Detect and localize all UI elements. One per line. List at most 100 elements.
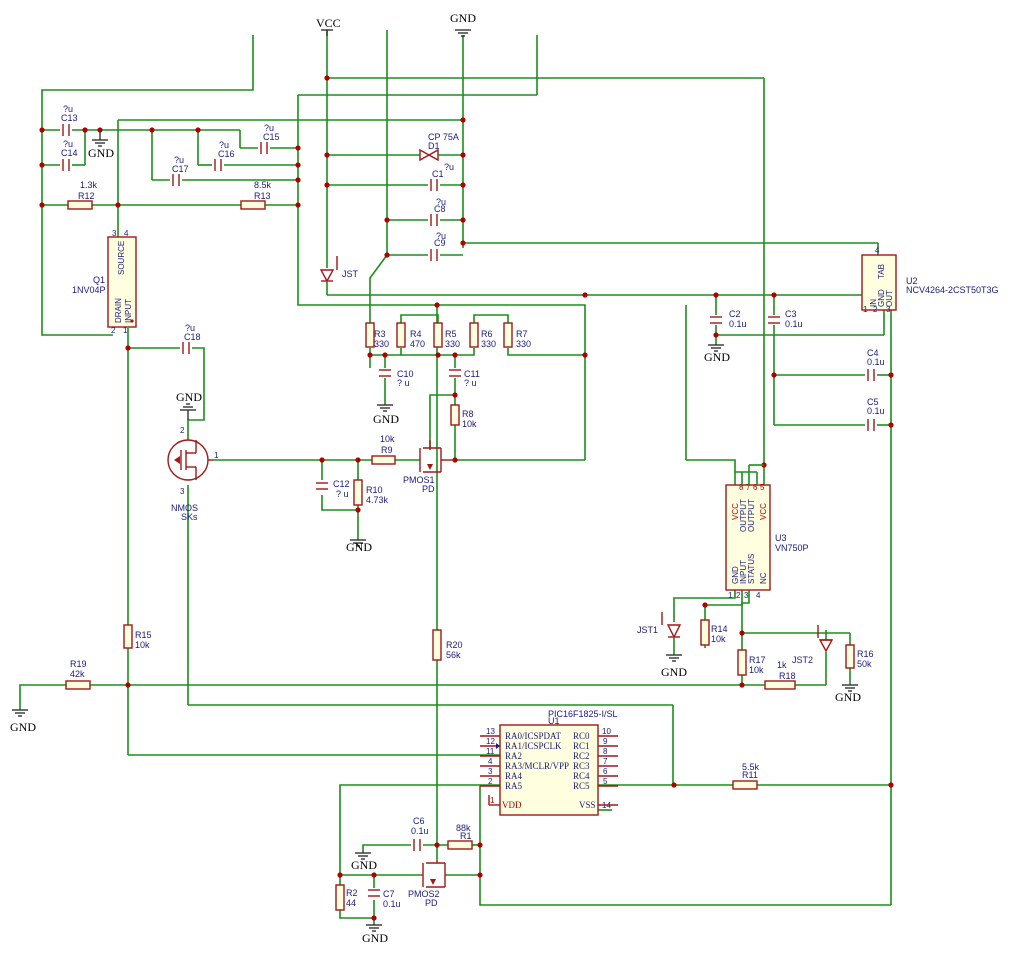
r11-value: 5.5k [742, 762, 760, 772]
c14-ref: C14 [61, 148, 78, 158]
u2-pin-in: IN [869, 299, 878, 307]
u3-pinnum-1: 1 [728, 591, 733, 600]
pmos1-ref: PMOS1 [403, 475, 435, 485]
resistor-r1: 88k R1 [447, 823, 473, 850]
u1-left-pins: RA0/ICSPDAT RA1/ICSPCLK RA2 RA3/MCLR/VPP… [480, 727, 569, 791]
capacitor-c18: ?u C18 [182, 323, 201, 354]
r9-value: 10k [380, 434, 395, 444]
nmos-value: SKs [181, 512, 198, 522]
c11-value: ? u [464, 378, 477, 388]
u2-pin-tab: TAB [877, 264, 886, 279]
r12-value: 1.3k [80, 180, 98, 190]
c2-value: 0.1u [729, 319, 747, 329]
u1-pin-ra3: RA3/MCLR/VPP [505, 761, 569, 771]
c17-value: ?u [174, 155, 184, 165]
r5-value: 330 [445, 339, 460, 349]
u3-pinnum-6: 6 [753, 483, 758, 492]
gnd-symbol-r10: GND [346, 539, 372, 554]
resistor-r9: 10k R9 [371, 434, 396, 465]
r3-ref: R3 [374, 329, 386, 339]
r13-ref: R13 [254, 191, 271, 201]
resistor-r14: R14 10k [700, 619, 728, 646]
u1-pinnum-7: 7 [603, 757, 608, 766]
jst1-ref: JST1 [637, 625, 658, 635]
u1-value: PIC16F1825-I/SL [548, 709, 618, 719]
u1-pinnum-8: 8 [603, 747, 608, 756]
c16-value: ?u [219, 140, 229, 150]
q1-pinnum-1: 1 [123, 326, 128, 335]
q1-pinnum-3: 3 [112, 229, 117, 238]
u1-pinnum-1: 1 [490, 796, 495, 805]
ic-u2: IN GND OUT TAB 1 2 3 4 U2 NCV4264-2CST50… [861, 246, 999, 314]
r15-ref: R15 [135, 630, 152, 640]
resistor-r19: R19 42k [65, 659, 91, 690]
u1-pin-ra5: RA5 [505, 781, 523, 791]
c2-ref: C2 [729, 309, 741, 319]
c17-ref: C17 [172, 164, 189, 174]
d1-ref: D1 [428, 141, 440, 151]
u3-pin-output-6: OUTPUT [747, 499, 756, 532]
r15-value: 10k [135, 640, 150, 650]
gnd-label-jst1: GND [661, 665, 687, 679]
resistor-r3: R3 330 [365, 322, 389, 349]
c18-ref: C18 [184, 332, 201, 342]
capacitor-c7: C7 0.1u [368, 889, 401, 909]
c3-value: 0.1u [785, 319, 803, 329]
gnd-symbol-c2: GND [704, 344, 730, 364]
u1-pin-ra4: RA4 [505, 771, 523, 781]
gnd-label-c10: GND [373, 412, 399, 426]
nmos-pinnum-3: 3 [180, 487, 185, 496]
u1-ref: U1 [548, 716, 560, 726]
c10-value: ? u [397, 378, 410, 388]
resistor-r10: R10 4.73k [353, 479, 389, 506]
q1-pin-drain: DRAIN [114, 298, 123, 323]
d1-value: CP 75A [428, 132, 459, 142]
gnd-symbol-top: GND [450, 11, 476, 37]
capacitor-c11: C11 ? u [449, 369, 480, 388]
capacitor-c6: C6 0.1u [411, 816, 429, 851]
u3-pinnum-8: 8 [739, 483, 744, 492]
jst2-ref: JST2 [792, 655, 813, 665]
nmos-ref: NMOS [171, 503, 198, 513]
capacitor-c13: ?u C13 [61, 104, 78, 136]
r4-value: 470 [410, 339, 425, 349]
u1-pinnum-2: 2 [488, 777, 493, 786]
u3-pinnum-3: 3 [744, 591, 749, 600]
capacitor-c2: C2 0.1u [710, 309, 747, 329]
u3-pinnum-2: 2 [736, 591, 741, 600]
pmos1-value: PD [422, 484, 435, 494]
capacitor-c9: ?u C9 [430, 231, 446, 261]
ic-u3: VCC OUTPUT OUTPUT VCC 8 7 6 5 GND INPUT … [725, 464, 809, 600]
u3-pin-vcc-5: VCC [759, 503, 768, 520]
connector-jst2: JST2 [792, 625, 834, 665]
u1-pinnum-11: 11 [486, 747, 495, 756]
u2-pinnum-2: 2 [873, 305, 878, 314]
c8-ref: C8 [434, 204, 446, 214]
gnd-label-top: GND [450, 11, 476, 25]
jst-ref: JST [342, 269, 359, 279]
u1-pinnum-9: 9 [603, 737, 608, 746]
c15-ref: C15 [263, 132, 280, 142]
resistor-r8: R8 10k [450, 404, 477, 429]
diode-d1: CP 75A D1 [419, 132, 459, 162]
transistor-pmos2: PMOS2 PD [408, 860, 446, 908]
transistor-nmos: 1 2 3 NMOS SKs [167, 426, 219, 522]
r8-value: 10k [462, 419, 477, 429]
r12-ref: R12 [78, 191, 95, 201]
resistor-r4: R4 470 [396, 322, 425, 349]
gnd-label-c7: GND [362, 931, 388, 945]
resistor-r15: R15 10k [123, 624, 152, 650]
u1-pin-vdd: VDD [502, 800, 522, 810]
c13-value: ?u [63, 104, 73, 114]
r3-value: 330 [374, 339, 389, 349]
c15-value: ?u [264, 123, 274, 133]
c9-ref: C9 [434, 238, 446, 248]
r10-ref: R10 [366, 485, 383, 495]
u1-pin-rc1: RC1 [573, 741, 590, 751]
gnd-symbol-jst1: GND [661, 654, 687, 679]
capacitor-c10: C10 ? u [379, 369, 414, 388]
r14-ref: R14 [711, 624, 728, 634]
gnd-symbol-c10: GND [373, 404, 399, 426]
q1-value: 1NV04P [72, 285, 106, 295]
